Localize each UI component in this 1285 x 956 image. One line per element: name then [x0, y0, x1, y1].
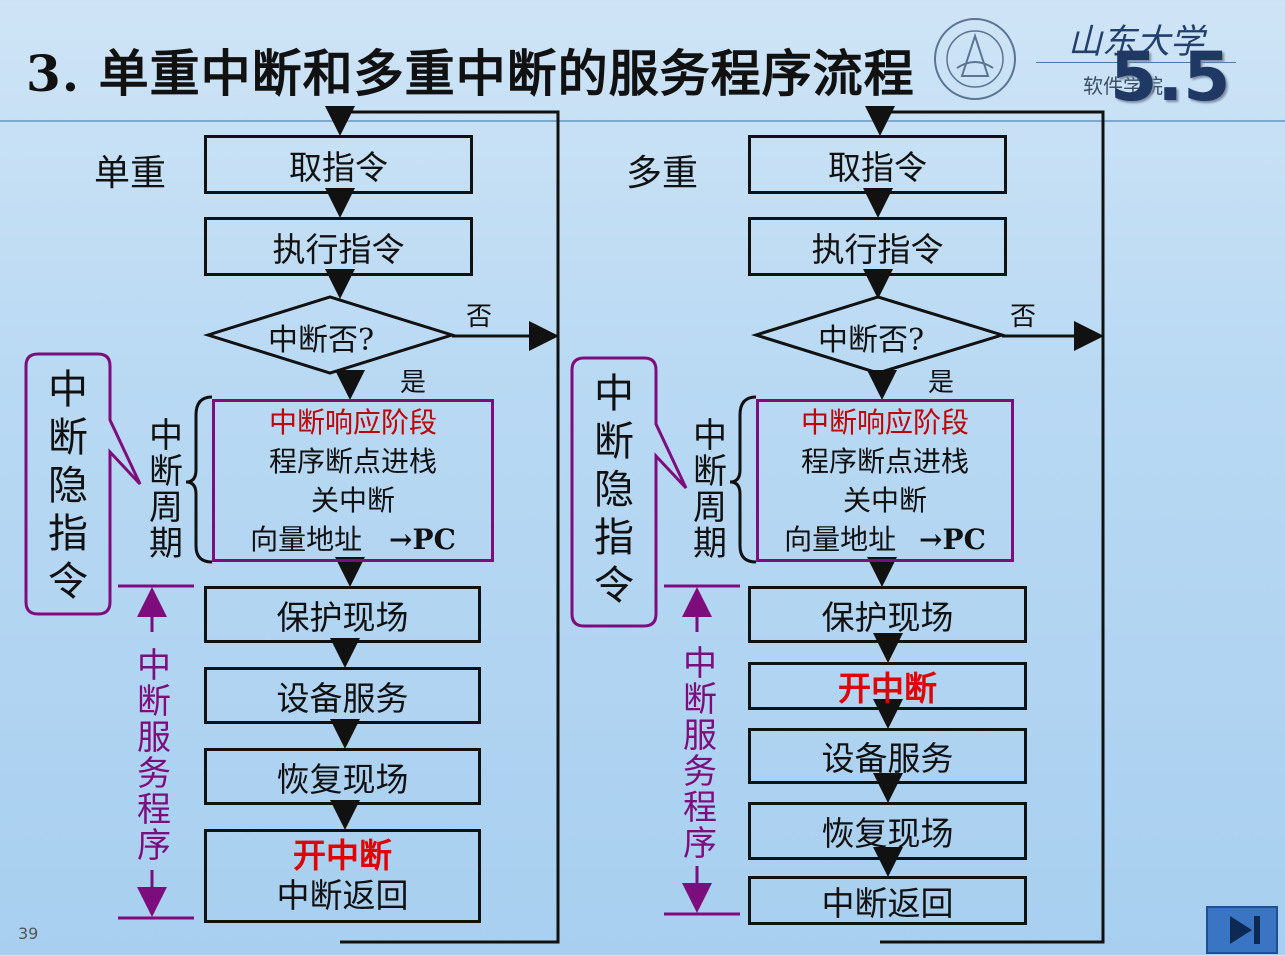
single-vector-address: 向量地址 — [250, 522, 363, 556]
multi-vector-address: 向量地址 — [784, 522, 897, 556]
multi-step-box: 恢复现场 — [748, 802, 1027, 860]
single-yes-label: 是 — [400, 368, 427, 398]
single-fetch-box: 取指令 — [204, 135, 473, 194]
brand-divider — [1036, 62, 1236, 63]
single-cycle-line: 向量地址 →PC — [250, 520, 456, 559]
multi-step-box: 中断返回 — [748, 876, 1027, 925]
single-decision: 中断否? — [268, 323, 375, 358]
single-step-box: 保护现场 — [204, 586, 481, 643]
multi-fetch-box: 取指令 — [748, 135, 1007, 194]
single-return-box: 开中断 中断返回 — [204, 829, 481, 923]
multi-yes-label: 是 — [928, 368, 955, 398]
multi-to-pc: →PC — [919, 522, 986, 556]
single-enable-interrupt: 开中断 — [293, 836, 392, 875]
single-step-box: 恢复现场 — [204, 748, 481, 805]
multi-cycle-line: 关中断 — [842, 483, 927, 517]
single-no-label: 否 — [466, 302, 493, 332]
page-number: 39 — [18, 924, 39, 943]
multi-cycle-line: 程序断点进栈 — [800, 444, 969, 478]
multi-step-box: 设备服务 — [748, 728, 1027, 784]
brand-text: 山东大学 — [1068, 22, 1204, 62]
title-divider — [0, 120, 1285, 122]
department-text: 软件学院 — [1083, 74, 1163, 98]
single-hidden-instr-label: 中断隐指令 — [48, 367, 88, 605]
multi-service-label: 中断服务程序 — [683, 644, 717, 864]
multi-cycle-line: 向量地址 →PC — [784, 520, 986, 559]
multi-label: 多重 — [626, 153, 699, 194]
multi-step-box: 保护现场 — [748, 586, 1027, 643]
multi-hidden-instr-label: 中断隐指令 — [594, 371, 634, 609]
single-cycle-line: 关中断 — [310, 483, 395, 517]
next-slide-button[interactable] — [1206, 906, 1278, 954]
multi-execute-box: 执行指令 — [748, 217, 1007, 276]
single-cycle-title: 中断响应阶段 — [268, 405, 437, 439]
next-slide-icon — [1230, 916, 1260, 944]
multi-cycle-title: 中断响应阶段 — [800, 405, 969, 439]
section-number: 5.5 — [1110, 38, 1231, 117]
single-step-box: 设备服务 — [204, 667, 481, 724]
single-service-label: 中断服务程序 — [137, 646, 171, 866]
multi-enable-interrupt-box: 开中断 — [748, 662, 1027, 710]
single-cycle-label: 中断周期 — [149, 416, 183, 564]
multi-no-label: 否 — [1010, 302, 1037, 332]
single-return: 中断返回 — [276, 876, 409, 915]
single-cycle-line: 程序断点进栈 — [268, 444, 437, 478]
single-cycle-box: 中断响应阶段 程序断点进栈 关中断 向量地址 →PC — [212, 399, 494, 562]
multi-cycle-label: 中断周期 — [693, 416, 727, 564]
multi-decision: 中断否? — [818, 323, 925, 358]
university-seal-icon — [934, 18, 1016, 100]
single-execute-box: 执行指令 — [204, 217, 473, 276]
multi-cycle-box: 中断响应阶段 程序断点进栈 关中断 向量地址 →PC — [756, 399, 1014, 562]
slide-title: 3. 单重中断和多重中断的服务程序流程 — [26, 44, 915, 103]
single-label: 单重 — [94, 153, 167, 194]
single-to-pc: →PC — [389, 522, 456, 556]
